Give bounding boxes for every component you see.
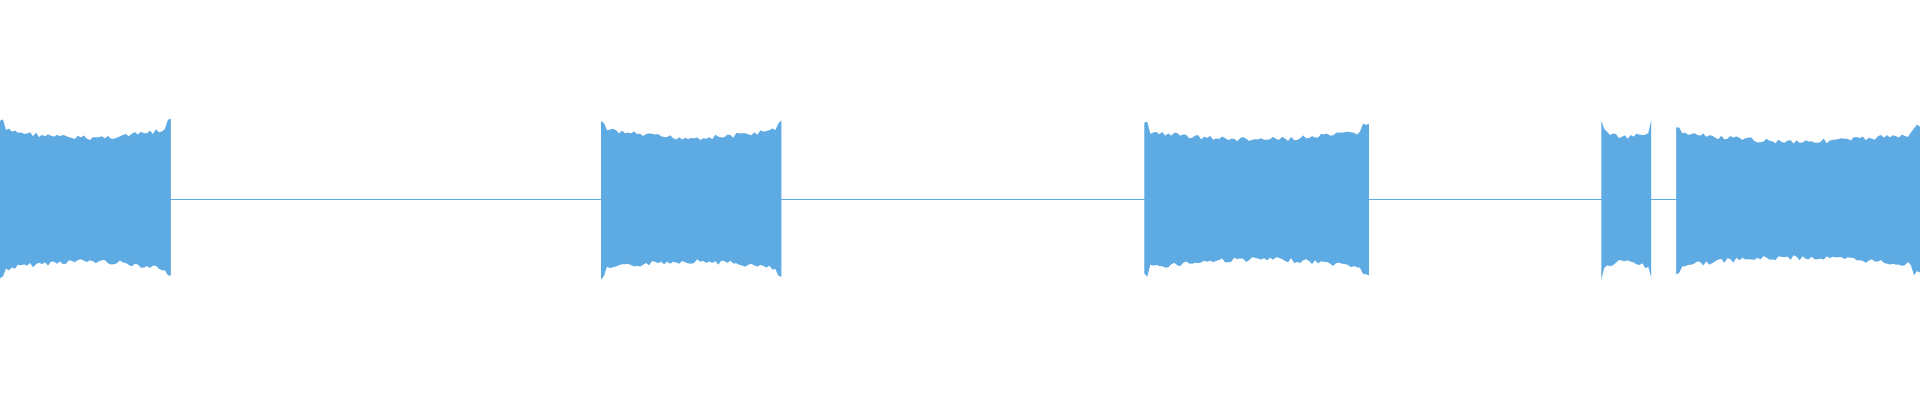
waveform-segment-1 — [0, 118, 171, 279]
waveform-segment-2 — [601, 120, 782, 280]
waveform-segments — [0, 118, 1920, 281]
waveform-segment-4 — [1601, 119, 1652, 281]
waveform-segment-3 — [1144, 121, 1369, 277]
waveform-segment-5 — [1676, 124, 1920, 276]
